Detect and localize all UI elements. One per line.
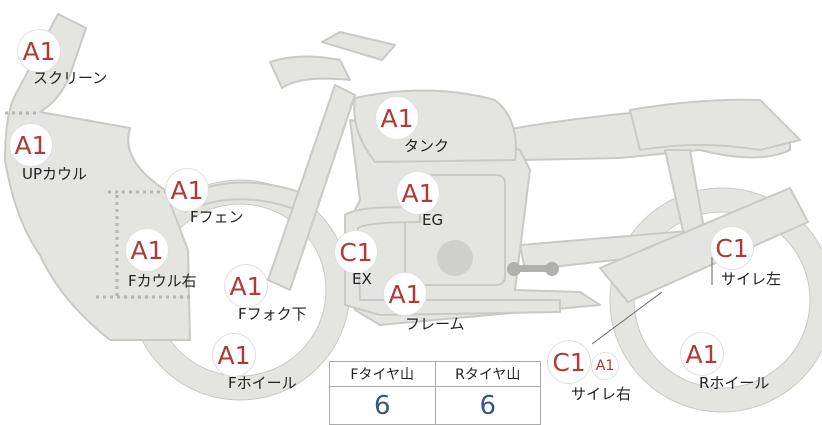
grade-badge: C1: [334, 230, 378, 274]
rear-tread-value: 6: [434, 386, 541, 425]
part-label: スクリーン: [33, 69, 108, 87]
grade-badge: A1: [165, 168, 209, 212]
grade-badge: C1: [547, 340, 591, 384]
front-tread-header: Fタイヤ山: [329, 361, 436, 387]
grade-badge-secondary: A1: [591, 352, 619, 380]
part-label: フレーム: [405, 315, 465, 333]
grade-badge: A1: [375, 96, 419, 140]
grade-badge: A1: [680, 332, 724, 376]
muffler-shape: [599, 187, 809, 303]
grade-badge: A1: [396, 171, 440, 215]
handlebar-grip-shape: [321, 31, 396, 61]
grade-badge: A1: [9, 123, 53, 167]
table-header-row: Fタイヤ山 Rタイヤ山: [329, 361, 541, 387]
part-label: UPカウル: [22, 165, 88, 183]
front-fork-shape: [267, 84, 356, 291]
part-label: Fホイール: [228, 374, 297, 392]
part-label: タンク: [404, 137, 450, 155]
table-row: 6 6: [329, 386, 541, 425]
grade-badge: C1: [710, 226, 754, 270]
tail-shape: [629, 98, 801, 151]
part-label: サイレ右: [571, 385, 632, 403]
front-tread-value: 6: [329, 386, 436, 425]
rear-wheel-shape: [610, 188, 822, 412]
grade-badge: A1: [224, 264, 268, 308]
part-label: Fカウル右: [128, 272, 197, 290]
grade-badge: A1: [383, 272, 427, 316]
part-label: サイレ左: [721, 270, 782, 288]
part-label: EG: [422, 211, 444, 229]
part-label: EX: [352, 270, 372, 288]
rear-tread-header: Rタイヤ山: [434, 361, 541, 387]
grade-badge: A1: [17, 29, 61, 73]
part-label: Fフォク下: [238, 305, 307, 323]
grade-badge: A1: [125, 228, 169, 272]
part-label: Rホイール: [699, 374, 770, 392]
grade-badge: A1: [212, 333, 256, 377]
handlebar-shape: [269, 55, 351, 89]
tire-tread-table: Fタイヤ山 Rタイヤ山 6 6: [329, 361, 541, 425]
part-label: Fフェン: [190, 208, 244, 226]
